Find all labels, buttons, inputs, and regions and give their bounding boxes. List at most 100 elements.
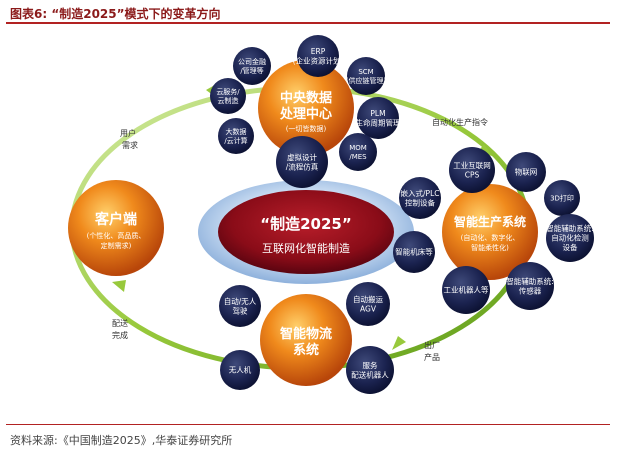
satellite-node	[233, 47, 271, 85]
hub-production-sub1: (自动化、数字化、	[461, 233, 520, 242]
flow-output-1: 出厂	[424, 340, 440, 350]
satellite-node	[546, 214, 594, 262]
satellite-node	[220, 350, 260, 390]
satellite-label: 物联网	[515, 167, 538, 177]
satellite-finance: 公司金融/管理等	[233, 47, 271, 85]
satellite-label: AGV	[360, 304, 377, 313]
satellite-big-data: 大数据/云计算	[218, 118, 254, 154]
satellite-print3d: 3D打印	[544, 180, 580, 216]
satellite-erp: ERP(企业资源计划)	[293, 35, 344, 77]
satellite-label: (生命周期管理)	[353, 117, 404, 127]
satellite-label: MOM	[349, 144, 367, 152]
satellite-node	[357, 97, 399, 139]
satellite-label: 嵌入式/PLC	[401, 188, 440, 198]
satellite-virtual-design: 虚拟设计/流程仿真	[276, 136, 328, 188]
satellite-label: 配送机器人	[351, 369, 389, 379]
hub-customer-sub1: (个性化、高品质、	[87, 231, 146, 240]
title-divider	[6, 22, 610, 24]
satellite-cloud-service: 云服务/云制造	[210, 78, 246, 114]
satellite-node	[339, 133, 377, 171]
figure-title: 图表6: “制造2025”模式下的变革方向	[10, 7, 221, 21]
hub-data-center-line2: 处理中心	[279, 106, 332, 122]
hub-data-center-line1: 中央数据	[280, 90, 332, 106]
hub-logistics	[260, 294, 352, 386]
hub-customer-sub2: 定制需求)	[101, 241, 132, 250]
satellite-node	[297, 35, 339, 77]
satellite-node	[218, 118, 254, 154]
satellite-label: 智能辅助系统:	[546, 223, 594, 233]
hub-customer-line1: 客户端	[94, 211, 137, 228]
ring-arrow-left	[112, 280, 126, 292]
satellite-node	[442, 266, 490, 314]
satellite-label: 智能机床等	[395, 247, 433, 257]
satellite-label: /管理等	[240, 66, 263, 75]
hub-production	[442, 184, 538, 280]
title-bar: 图表6: “制造2025”模式下的变革方向	[6, 2, 610, 24]
satellite-node	[276, 136, 328, 188]
flow-automation-cmd: 自动化生产指令	[432, 117, 488, 127]
satellite-label: 自动/无人	[224, 296, 257, 306]
satellite-node	[506, 262, 554, 310]
satellite-unmanned: 无人机	[220, 350, 260, 390]
satellite-label: 智能辅助系统:	[506, 276, 554, 286]
satellite-label: 自动化检测	[551, 233, 589, 243]
satellite-node	[346, 346, 394, 394]
satellite-robot: 工业机器人等	[442, 266, 490, 314]
satellite-label: 云制造	[218, 96, 239, 105]
satellite-iot: 物联网	[506, 152, 546, 192]
satellite-label: 驾驶	[233, 305, 248, 315]
flow-user-demand-1: 用户	[120, 128, 136, 138]
hub-data-center	[258, 60, 354, 156]
satellite-node	[347, 57, 385, 95]
center-core	[218, 190, 394, 274]
satellite-label: 传感器	[519, 285, 542, 295]
satellite-label: 公司金融	[238, 57, 266, 66]
flow-output-2: 产品	[424, 352, 440, 362]
satellite-scm: SCM(供应链管理)	[346, 57, 387, 95]
satellite-node	[346, 282, 390, 326]
ring-arrow-bottom	[392, 336, 406, 350]
hub-logistics-line2: 系统	[293, 342, 319, 358]
hub-logistics-line1: 智能物流	[280, 326, 332, 342]
flow-delivery-2: 完成	[112, 330, 128, 340]
satellite-label: 工业互联网	[453, 160, 491, 170]
satellite-plm: PLM(生命周期管理)	[353, 97, 404, 139]
satellite-node	[210, 78, 246, 114]
satellite-cnc: 智能机床等	[393, 231, 435, 273]
satellite-label: 虚拟设计	[287, 152, 317, 162]
satellite-node	[544, 180, 580, 216]
satellite-label: 3D打印	[550, 193, 574, 202]
satellite-label: 无人机	[229, 365, 252, 375]
satellite-node	[449, 147, 495, 193]
flow-user-demand-2: 需求	[122, 140, 138, 150]
hub-production-sub2: 智能柔性化)	[471, 243, 509, 252]
hub-production-line1: 智能生产系统	[453, 214, 526, 229]
satellite-label: 服务	[363, 360, 378, 370]
satellite-label: /云计算	[224, 136, 247, 145]
satellite-label: (供应链管理)	[346, 76, 387, 85]
footer-divider	[6, 424, 610, 425]
satellite-label: 工业机器人等	[444, 285, 489, 295]
satellite-label: SCM	[358, 68, 373, 76]
center-title: “制造2025”	[260, 215, 351, 233]
satellite-label: PLM	[370, 109, 385, 118]
satellite-label: 云服务/	[216, 87, 240, 96]
source-note: 资料来源:《中国制造2025》,华泰证券研究所	[10, 434, 233, 447]
satellite-sensor: 智能辅助系统:传感器	[506, 262, 554, 310]
satellite-label: /MES	[349, 153, 367, 161]
satellite-node	[506, 152, 546, 192]
satellite-label: (企业资源计划)	[293, 55, 344, 65]
satellite-label: 大数据	[226, 127, 247, 136]
satellite-node	[399, 177, 441, 219]
satellite-label: ERP	[311, 47, 326, 56]
hub-data-center-sub: (一切皆数据)	[286, 124, 327, 133]
satellite-node	[393, 231, 435, 273]
satellite-label: 设备	[563, 242, 578, 252]
satellite-label: 自动搬运	[353, 294, 383, 304]
